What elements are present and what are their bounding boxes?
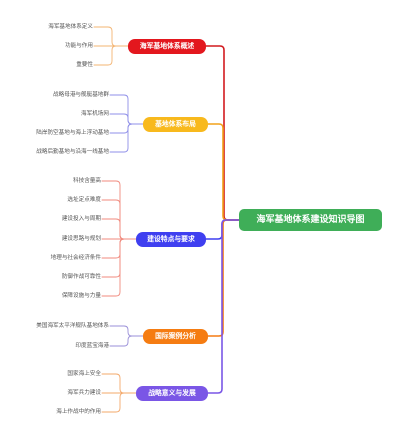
leaf-connector xyxy=(101,218,137,240)
leaf-node[interactable]: 陆岸防空基地与海上浮动基地 xyxy=(36,130,109,136)
branch-node[interactable]: 基地体系布局 xyxy=(143,116,208,132)
leaf-connector xyxy=(101,373,137,394)
leaf-node[interactable]: 科技含量高 xyxy=(73,178,101,184)
leaf-node[interactable]: 海上作战中的作用 xyxy=(56,409,101,415)
leaf-connector xyxy=(109,123,144,153)
leaf-node[interactable]: 战略后勤基地与沿海一线基地 xyxy=(36,149,109,155)
leaf-node[interactable]: 地理与社会经济条件 xyxy=(50,255,101,261)
leaf-connector xyxy=(101,238,137,259)
leaf-node[interactable]: 海军兵力建设 xyxy=(67,390,101,396)
leaf-connector xyxy=(109,123,144,134)
branch-node[interactable]: 战略意义与发展 xyxy=(136,385,208,401)
leaf-node[interactable]: 建设投入与周期 xyxy=(61,216,101,222)
leaf-connector xyxy=(109,94,144,125)
leaf-connector xyxy=(109,325,144,337)
root-node[interactable]: 海军基地体系建设知识导图 xyxy=(239,209,382,231)
branch-connector xyxy=(207,123,240,221)
leaf-node[interactable]: 选址定点难度 xyxy=(67,197,101,203)
leaf-connector xyxy=(101,180,137,240)
leaf-connector xyxy=(109,335,144,347)
leaf-connector xyxy=(101,392,137,413)
leaf-node[interactable]: 海军机场网 xyxy=(81,111,109,117)
leaf-node[interactable]: 美国海军太平洋舰队基地体系 xyxy=(36,323,109,329)
branch-node[interactable]: 国际案例分析 xyxy=(143,328,208,344)
leaf-node[interactable]: 海军基地体系定义 xyxy=(48,24,93,30)
leaf-connector xyxy=(93,26,129,47)
leaf-node[interactable]: 防御作战可靠性 xyxy=(61,274,101,280)
leaf-node[interactable]: 战略母港与舰艇基地群 xyxy=(53,92,109,98)
leaf-node[interactable]: 功能与作用 xyxy=(65,43,93,49)
leaf-connector xyxy=(101,238,137,297)
branch-node[interactable]: 海军基地体系概述 xyxy=(128,38,206,54)
branch-connector xyxy=(207,219,240,337)
leaf-node[interactable]: 保障设施与力量 xyxy=(61,293,101,299)
branch-node[interactable]: 建设特点与要求 xyxy=(136,231,206,247)
branch-connector xyxy=(207,219,240,394)
leaf-node[interactable]: 重要性 xyxy=(76,62,93,68)
leaf-node[interactable]: 国家海上安全 xyxy=(67,371,101,377)
leaf-connector xyxy=(109,113,144,125)
leaf-connector xyxy=(93,45,129,66)
leaf-node[interactable]: 建设思路与规划 xyxy=(61,236,101,242)
leaf-node[interactable]: 印度蓝宝海港 xyxy=(75,343,109,349)
